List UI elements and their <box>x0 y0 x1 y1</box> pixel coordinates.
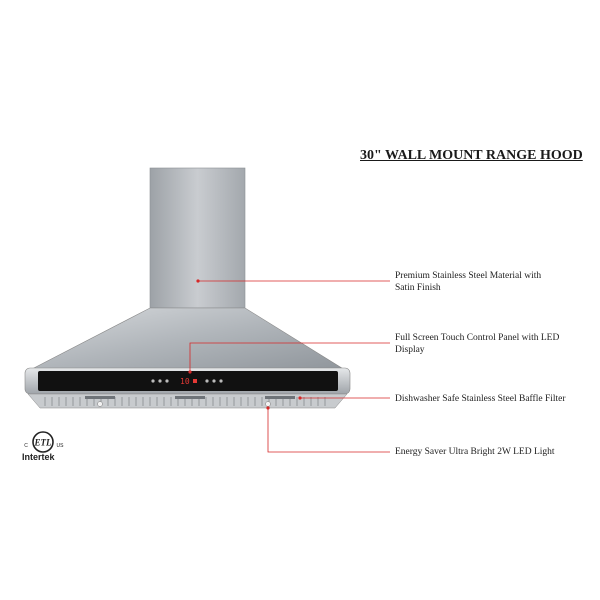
filter-handle <box>175 396 205 399</box>
control-panel <box>38 371 338 391</box>
leader-dot <box>298 396 302 400</box>
feature-callout-steel: Premium Stainless Steel Material with Sa… <box>395 270 590 294</box>
led-indicator-icon <box>193 379 197 383</box>
led-light-icon <box>265 401 271 407</box>
cert-brand: Intertek <box>22 452 55 462</box>
feature-text: Satin Finish <box>395 283 441 293</box>
cert-mark: ETL <box>34 438 53 448</box>
product-title: 30" WALL MOUNT RANGE HOOD <box>360 148 583 163</box>
leader-dot <box>196 279 200 283</box>
touch-button-icon <box>151 379 155 383</box>
touch-button-icon <box>219 379 223 383</box>
feature-text: Full Screen Touch Control Panel with LED <box>395 333 560 343</box>
hood-canopy <box>29 307 347 371</box>
touch-button-icon <box>212 379 216 383</box>
filter-handle <box>265 396 295 399</box>
feature-callout-filter: Dishwasher Safe Stainless Steel Baffle F… <box>395 393 590 405</box>
feature-text: Dishwasher Safe Stainless Steel Baffle F… <box>395 394 566 404</box>
feature-text: Energy Saver Ultra Bright 2W LED Light <box>395 447 555 457</box>
touch-button-icon <box>158 379 162 383</box>
touch-button-icon <box>165 379 169 383</box>
filter-handle <box>85 396 115 399</box>
feature-callout-control-panel: Full Screen Touch Control Panel with LED… <box>395 332 590 356</box>
feature-text: Premium Stainless Steel Material with <box>395 271 542 281</box>
leader-dot <box>266 406 270 410</box>
led-display: 10 <box>180 377 190 386</box>
filter-slats <box>44 397 326 406</box>
cert-right-letter: US <box>57 443 65 449</box>
leader-dot <box>188 370 192 374</box>
led-light-icon <box>97 401 103 407</box>
feature-callout-led-light: Energy Saver Ultra Bright 2W LED Light <box>395 446 590 458</box>
etl-certification-logo: ETL C US <box>24 431 65 453</box>
feature-text: Display <box>395 345 425 355</box>
chimney-cover <box>149 167 246 309</box>
leader-lines <box>189 280 390 453</box>
touch-button-icon <box>205 379 209 383</box>
cert-left-letter: C <box>24 443 28 449</box>
